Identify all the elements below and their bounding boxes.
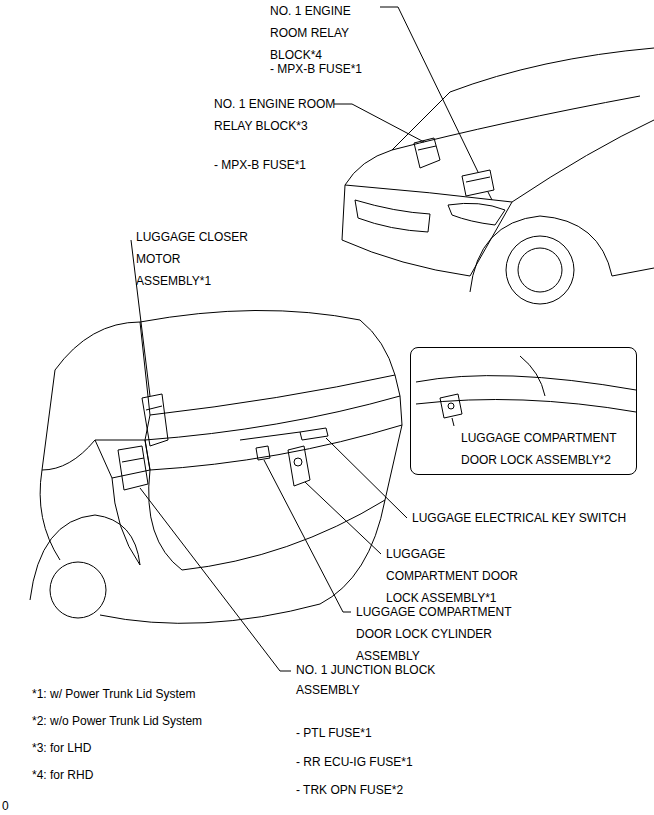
front-car [342,48,654,304]
part-label: *3: for LHD [32,737,91,759]
inset-car [416,356,636,426]
part-label: *2: w/o Power Trunk Lid System [32,710,202,732]
part-label: *1: w/ Power Trunk Lid System [32,683,195,705]
part-label: NO. 1 ENGINE ROOM RELAY BLOCK*3 [214,93,336,137]
part-label: - MPX-B FUSE*1 [270,58,362,80]
part-label: - PTL FUSE*1 [296,722,372,744]
part-label: LUGGAGE CLOSER MOTOR ASSEMBLY*1 [136,226,256,292]
part-label: NO. 1 ENGINE ROOM RELAY BLOCK*4 [270,0,382,66]
part-label: LUGGAGE COMPARTMENT DOOR LOCK CYLINDER A… [356,601,548,667]
relay-block [414,138,494,200]
rear-car [30,310,402,623]
part-label: 0 [2,797,9,815]
part-label: *4: for RHD [32,764,93,786]
part-label: - TRK OPN FUSE*2 [296,779,403,801]
part-label: LUGGAGE COMPARTMENT DOOR LOCK ASSEMBLY*1 [386,543,536,609]
leader-line [334,7,478,172]
part-label: LUGGAGE COMPARTMENT DOOR LOCK ASSEMBLY*2 [461,427,631,471]
part-label: - RR ECU-IG FUSE*1 [296,751,413,773]
inset-box: LUGGAGE COMPARTMENT DOOR LOCK ASSEMBLY*2 [410,347,637,475]
part-label: - MPX-B FUSE*1 [214,154,306,176]
component [118,394,328,490]
part-label: LUGGAGE ELECTRICAL KEY SWITCH [412,507,626,529]
part-label: NO. 1 JUNCTION BLOCK ASSEMBLY [296,660,446,700]
